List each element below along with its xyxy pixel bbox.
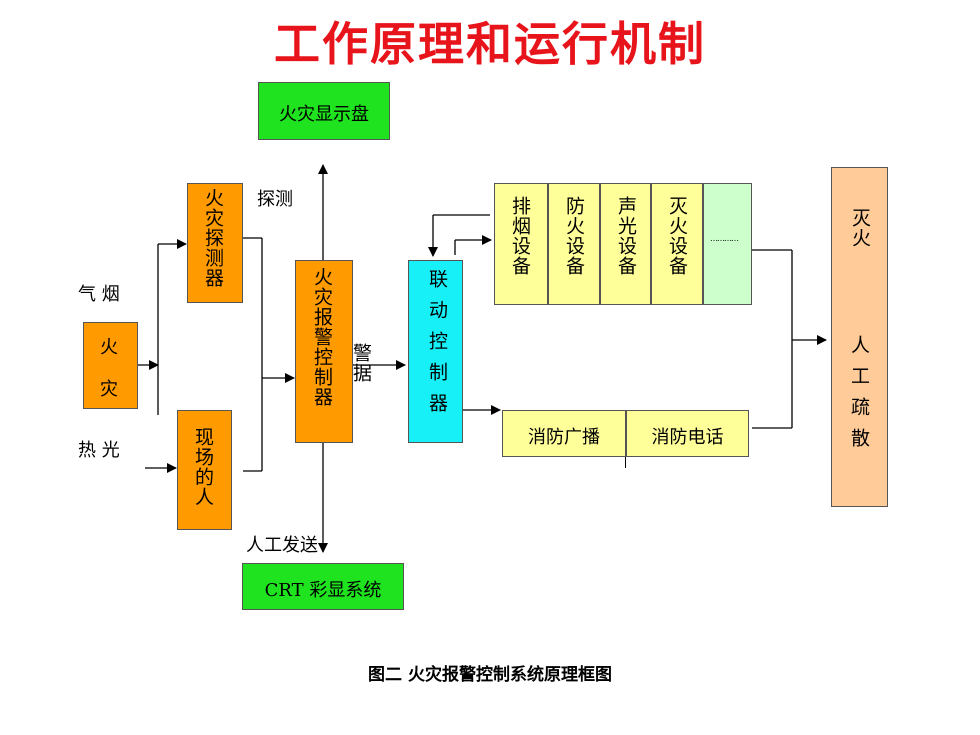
crt-display-system: CRT 彩显系统 [242,563,404,610]
more-devices: ………… [703,183,752,305]
smoke-exhaust-device: 排烟设备 [494,183,548,305]
fire-source: 火 灾 [83,322,138,409]
label-alarm-data: 警据 [350,343,372,383]
page-title: 工作原理和运行机制 [274,17,706,71]
fire-door-device: 防火设备 [548,183,600,305]
label-heat-light: 热 光 [78,440,120,461]
extinguisher-device: 灭火设备 [651,183,703,305]
divider-tick [625,457,626,468]
onsite-people: 现场的人 [177,410,232,530]
label-manual-send: 人工发送 [246,535,318,556]
linkage-controller: 联动控制器 [408,260,463,443]
label-smoke: 气 烟 [78,284,120,305]
fire-broadcast: 消防广播 [502,410,626,457]
figure-caption: 图二 火灾报警控制系统原理框图 [368,665,612,685]
fire-detector: 火灾探测器 [187,183,243,303]
fire-alarm-controller: 火灾报警控制器 [295,260,353,443]
fire-telephone: 消防电话 [626,410,749,457]
evacuation-box: 灭火 人工疏散 [831,167,888,507]
fire-display-panel: 火灾显示盘 [258,82,390,140]
label-detect: 探测 [257,189,293,210]
sound-light-device: 声光设备 [600,183,651,305]
